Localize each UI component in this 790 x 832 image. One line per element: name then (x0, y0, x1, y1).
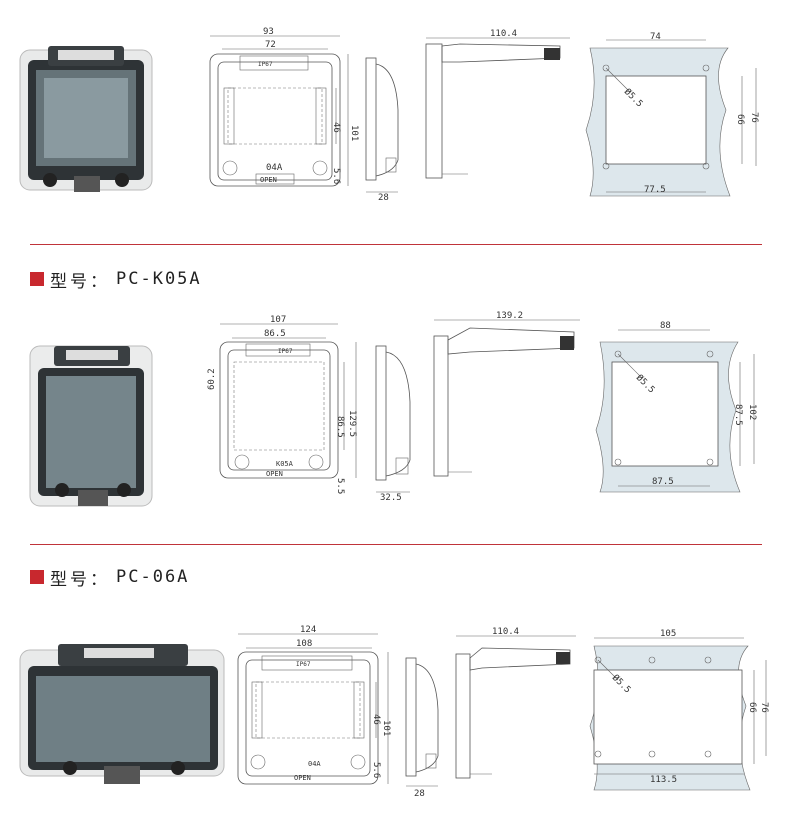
dim-top-w-1: 110.4 (490, 29, 517, 39)
dim-front-w-outer-3: 124 (300, 625, 316, 635)
top-view-3: 110.4 (455, 627, 576, 779)
open-label-2: OPEN (266, 470, 283, 478)
product-photo-2 (29, 345, 153, 507)
section-2: 107 86.5 IP67 60.2 K05A OPEN 86.5 129.5 … (0, 300, 790, 540)
dim-cut-h-inner-2: 87.5 (733, 404, 743, 426)
front-view-1: 93 72 IP67 04A OPEN 101 46 5.6 (209, 27, 359, 187)
badge-1: 04A (266, 163, 283, 173)
dim-cut-h-outer-3: 76 (759, 702, 769, 713)
top-view-2: 139.2 (433, 311, 580, 477)
section-1: 93 72 IP67 04A OPEN 101 46 5.6 28 110.4 (0, 0, 790, 240)
dim-cut-h-inner-1: 66 (735, 114, 745, 125)
product-photo-3 (19, 644, 225, 784)
dim-cut-w-bottom-1: 77.5 (644, 185, 666, 195)
dim-cut-w-top-3: 105 (660, 629, 676, 639)
badge-3: 04A (308, 760, 321, 768)
dim-front-h-outer: 101 (349, 125, 359, 141)
dim-cut-w-bottom-3: 113.5 (650, 775, 677, 785)
product-photo-1 (19, 46, 153, 192)
dim-cut-w-top-1: 74 (650, 32, 661, 42)
badge-2: K05A (276, 460, 294, 468)
model-code: PC-K05A (116, 269, 202, 289)
dim-cut-h-inner-3: 66 (747, 702, 757, 713)
dim-front-w-outer: 93 (263, 27, 274, 37)
dim-front-h-inner: 46 (331, 122, 341, 133)
dim-front-left-h-2: 60.2 (207, 368, 217, 390)
cutout-view-2: 88 Ø5.5 87.5 102 87.5 (595, 321, 757, 493)
dim-front-h-inner-3: 46 (371, 714, 381, 725)
dim-cut-w-bottom-2: 87.5 (652, 477, 674, 487)
ip-label-1: IP67 (258, 61, 273, 68)
side-view-2: 32.5 (375, 345, 411, 503)
cutout-view-1: 74 Ø5.5 66 76 77.5 (585, 32, 759, 197)
divider-2 (30, 544, 762, 545)
dim-side-depth-3: 28 (414, 789, 425, 799)
model-code: PC-06A (116, 567, 190, 587)
dim-front-w-inner: 72 (265, 40, 276, 50)
open-label-3: OPEN (294, 774, 311, 782)
dim-front-small: 5.6 (331, 168, 341, 184)
dim-front-h-inner-2: 86.5 (335, 416, 345, 438)
open-label-1: OPEN (260, 176, 277, 184)
model-title-3: 型号： PC-06A (30, 566, 190, 590)
section-3: 124 108 IP67 04A OPEN 46 101 5.6 28 110.… (0, 610, 790, 832)
dim-front-w-outer-2: 107 (270, 315, 286, 325)
top-view-1: 110.4 (425, 29, 570, 179)
dim-front-small-3: 5.6 (371, 762, 381, 778)
side-view-1: 28 (365, 57, 399, 203)
ip-label-2: IP67 (278, 348, 293, 355)
ip-label-3: IP67 (296, 661, 311, 668)
dim-cut-h-outer-2: 102 (747, 404, 757, 420)
dim-front-small-2: 5.5 (335, 478, 345, 494)
dim-front-h-outer-3: 101 (381, 720, 391, 736)
dim-cut-w-top-2: 88 (660, 321, 671, 331)
model-label: 型号： (50, 569, 110, 590)
cutout-view-3: 105 Ø5.5 66 76 113.5 (589, 629, 769, 791)
dim-front-h-outer-2: 129.5 (347, 410, 357, 437)
dim-front-w-inner-2: 86.5 (264, 329, 286, 339)
dim-cut-h-outer-1: 76 (749, 112, 759, 123)
model-square-icon (30, 272, 44, 286)
model-title-2: 型号： PC-K05A (30, 268, 202, 292)
dim-top-w-2: 139.2 (496, 311, 523, 321)
dim-front-w-inner-3: 108 (296, 639, 312, 649)
divider-1 (30, 244, 762, 245)
model-square-icon (30, 570, 44, 584)
dim-top-w-3: 110.4 (492, 627, 519, 637)
dim-side-depth-2: 32.5 (380, 493, 402, 503)
front-view-2: 107 86.5 IP67 60.2 K05A OPEN 86.5 129.5 … (207, 315, 357, 494)
side-view-3: 28 (405, 657, 439, 799)
front-view-3: 124 108 IP67 04A OPEN 46 101 5.6 (237, 625, 391, 785)
dim-side-depth-1: 28 (378, 193, 389, 203)
model-label: 型号： (50, 271, 110, 292)
